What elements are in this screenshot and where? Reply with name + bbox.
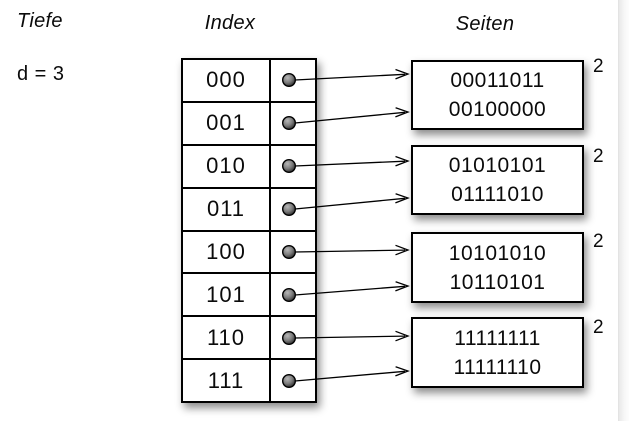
pages-column-header: Seiten — [455, 13, 515, 35]
index-row-label: 001 — [183, 102, 271, 144]
page-entry: 11111111 — [454, 326, 541, 350]
page-bucket-4: 11111111 11111110 — [411, 317, 584, 388]
page-entry: 00011011 — [450, 69, 545, 92]
index-row-label: 111 — [183, 360, 271, 401]
slide-edge-strip — [618, 0, 629, 421]
page-entry: 11111110 — [453, 355, 542, 379]
local-depth-label: 2 — [593, 146, 604, 167]
index-table: 000 001 010 011 100 101 110 111 — [181, 58, 317, 403]
index-row-label: 110 — [183, 317, 271, 359]
index-row-label: 011 — [183, 188, 271, 230]
local-depth-label: 2 — [593, 56, 604, 77]
index-row-label: 000 — [183, 60, 271, 101]
page-entry: 01010101 — [448, 154, 547, 177]
local-depth-label: 2 — [593, 231, 604, 252]
index-row-101: 101 — [183, 274, 315, 318]
global-depth-value: d = 3 — [17, 63, 65, 85]
index-row-000: 000 — [183, 60, 315, 103]
pointer-cell — [271, 274, 315, 315]
page-entry: 10101010 — [448, 241, 547, 265]
pointer-cell — [271, 146, 315, 187]
page-bucket-1: 00011011 00100000 — [411, 60, 584, 130]
page-bucket-2: 01010101 01111010 — [411, 145, 584, 215]
pointer-cell — [271, 189, 315, 230]
index-row-label: 100 — [183, 231, 271, 273]
index-row-label: 101 — [183, 274, 271, 316]
index-row-001: 001 — [183, 102, 315, 146]
index-row-111: 111 — [183, 360, 315, 401]
index-row-010: 010 — [183, 145, 315, 189]
pointer-cell — [271, 103, 315, 144]
index-row-100: 100 — [183, 231, 315, 275]
depth-column-header: Tiefe — [17, 10, 63, 32]
pointer-cell — [271, 60, 315, 101]
page-entry: 10110101 — [449, 270, 546, 294]
pointer-cell — [271, 317, 315, 358]
pointer-cell — [271, 232, 315, 273]
page-entry: 00100000 — [448, 98, 547, 121]
index-row-110: 110 — [183, 317, 315, 361]
local-depth-label: 2 — [593, 317, 604, 338]
pointer-cell — [271, 360, 315, 401]
index-column-header: Index — [204, 12, 256, 34]
page-entry: 01111010 — [451, 183, 544, 206]
index-row-011: 011 — [183, 188, 315, 232]
index-row-label: 010 — [183, 145, 271, 187]
page-bucket-3: 10101010 10110101 — [411, 232, 584, 303]
